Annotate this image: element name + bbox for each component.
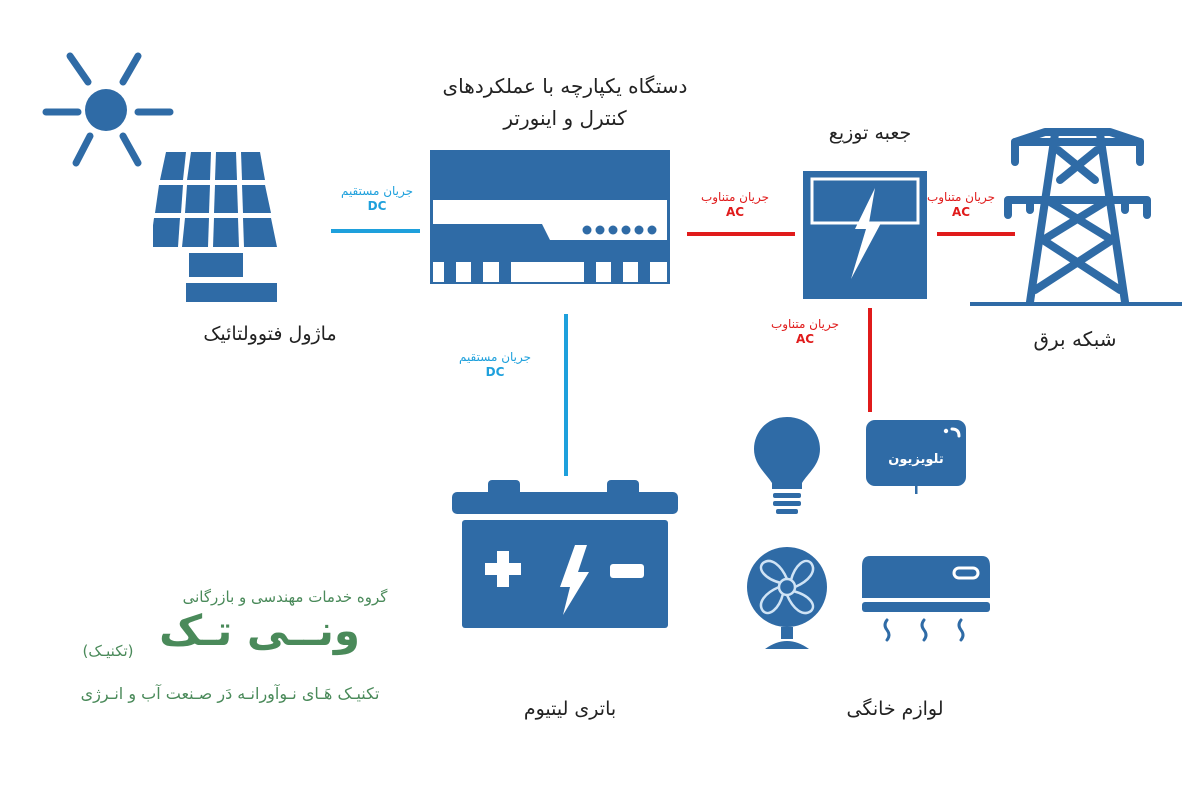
ac-line-distbox-appliances <box>868 308 872 412</box>
battery-icon <box>450 480 680 630</box>
edge-label-inverter-distbox: جریان متناوب AC <box>700 190 770 219</box>
logo-brand-sub: (تکنیـک) <box>82 642 134 660</box>
tv-icon <box>866 420 968 494</box>
air-conditioner-icon <box>862 556 992 646</box>
appliances-label: لوازم خانگی <box>846 698 944 720</box>
solar-panel-icon <box>153 152 278 304</box>
fan-icon <box>743 545 831 655</box>
distribution-box-label: جعبه توزیع <box>828 122 912 144</box>
edge-label-inverter-battery: جریان مستقیم DC <box>458 350 532 379</box>
grid-label: شبکه برق <box>1033 327 1117 351</box>
tv-screen-text: تلویزیون <box>888 452 944 467</box>
inverter-label-line2: کنترل و اینورتر <box>503 106 627 130</box>
edge-label-pv-inverter: جریان مستقیم DC <box>340 184 414 213</box>
pv-module-label: ماژول فتوولتائیک <box>203 323 337 345</box>
sun-icon <box>38 48 178 173</box>
dc-line-inverter-battery <box>564 314 568 476</box>
edge-label-distbox-appliances: جریان متناوب AC <box>770 317 840 346</box>
ac-line-distbox-grid <box>937 232 1015 236</box>
distribution-box-icon <box>803 171 927 299</box>
light-bulb-icon <box>752 415 822 517</box>
logo-brand-name: ونــی تـک <box>159 606 360 655</box>
inverter-icon <box>430 150 670 284</box>
edge-label-distbox-grid: جریان متناوب AC <box>926 190 996 219</box>
dc-line-pv-inverter <box>331 229 420 233</box>
logo-company-line: گروه خدمات مهندسی و بازرگانی <box>182 588 388 606</box>
ac-line-inverter-distbox <box>687 232 795 236</box>
battery-label: باتری لیتیوم <box>523 698 617 720</box>
inverter-label-line1: دستگاه یکپارچه با عملکردهای <box>442 74 688 98</box>
logo-tagline: تکنیـک هَـای نـوآورانـه دَر صـنعت آب و ا… <box>80 684 380 703</box>
power-tower-icon <box>970 120 1185 310</box>
